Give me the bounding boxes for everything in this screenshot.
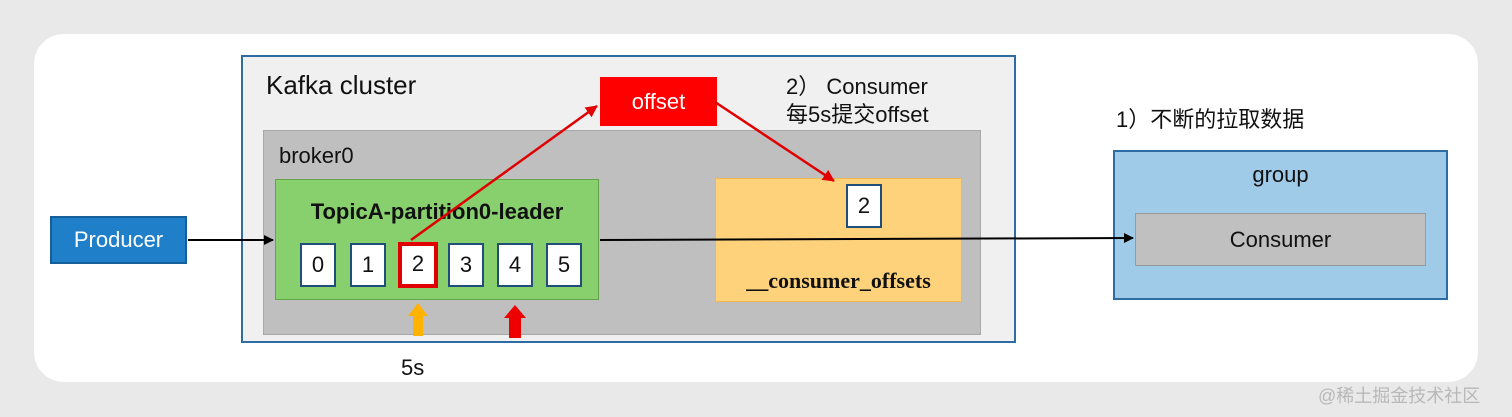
offset-cell-0: 0 (300, 243, 336, 287)
step1-note: 1）不断的拉取数据 (1116, 107, 1305, 132)
consumer-offsets-label: __consumer_offsets (746, 268, 931, 293)
offset-tag: offset (600, 77, 717, 126)
committed-offset-value: 2 (846, 184, 882, 228)
step2-note: 2） Consumer 每5s提交offset (786, 73, 929, 129)
offset-cell-3: 3 (448, 243, 484, 287)
kafka-cluster-title: Kafka cluster (266, 70, 417, 100)
offset-cell-4: 4 (497, 243, 533, 287)
producer-box: Producer (50, 216, 187, 264)
commit-arrow-down (714, 100, 835, 183)
interval-label: 5s (401, 355, 425, 380)
watermark: @稀土掘金技术社区 (1318, 386, 1481, 406)
current-position-arrow (504, 305, 526, 338)
offset-cell-2-committed: 2 (398, 242, 438, 288)
broker-title: broker0 (279, 143, 354, 168)
consumer-box: Consumer (1135, 213, 1426, 266)
commit-arrow-up (410, 104, 598, 242)
offset-cell-1: 1 (350, 243, 386, 287)
fetch-arrow (599, 233, 1134, 244)
consumer-group-title: group (1252, 162, 1309, 187)
step2-note-line2: 每5s提交offset (786, 102, 929, 127)
step2-note-line1: 2） Consumer (786, 74, 928, 99)
offset-cell-5: 5 (546, 243, 582, 287)
committed-position-arrow (408, 303, 428, 336)
